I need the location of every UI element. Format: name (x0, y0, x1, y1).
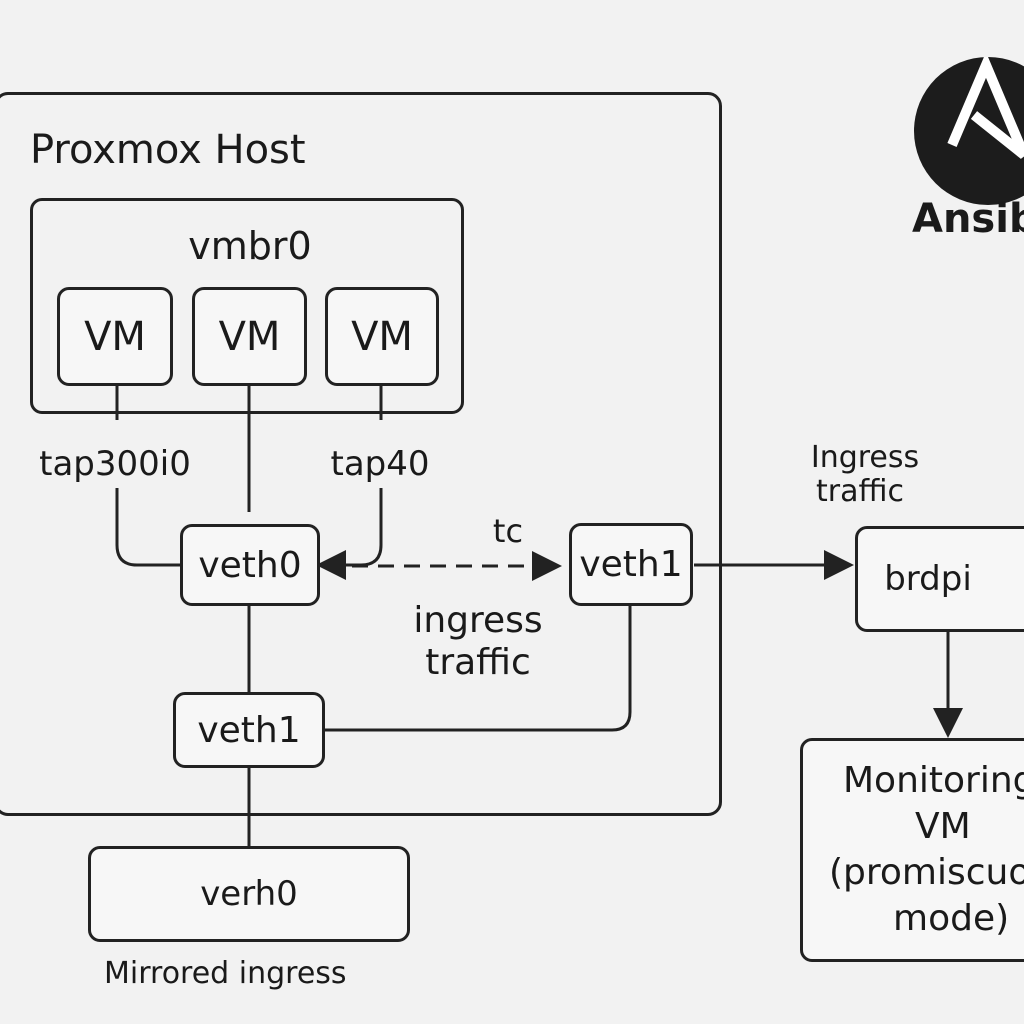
monitoring-vm-line2: VM (915, 806, 971, 847)
tap-left-label: tap300i0 (39, 444, 191, 484)
vm-box-2[interactable]: VM (192, 287, 307, 386)
interface-label: veth0 (198, 544, 302, 586)
vm-label: VM (351, 313, 413, 360)
tc-label: tc (492, 512, 524, 550)
monitoring-vm-line4: mode) (893, 898, 1010, 939)
interface-label: veth1 (579, 544, 683, 585)
host-title: Proxmox Host (30, 127, 306, 173)
wire-veth1-loop (325, 606, 632, 732)
ansible-logo-text: Ansible (912, 196, 1024, 242)
monitoring-vm-line3: (promiscuous (829, 852, 1024, 893)
interface-label: veth1 (197, 709, 301, 751)
interface-label: verh0 (200, 874, 298, 914)
vm-box-3[interactable]: VM (325, 287, 439, 386)
verh0-interface[interactable]: verh0 (88, 846, 410, 942)
tc-arrowhead-left (326, 556, 346, 576)
tap-right-label: tap40 (330, 444, 430, 484)
monitoring-vm-line1: Monitoring (843, 760, 1024, 801)
ingress-traffic-right-line1: Ingress (810, 440, 920, 475)
wire-tap300i0 (115, 386, 182, 567)
veth1-interface-lower[interactable]: veth1 (173, 692, 325, 768)
brdpi-bridge[interactable]: brdpi (855, 526, 1024, 632)
ingress-traffic-mid-line1: ingress (413, 600, 543, 641)
proxmox-host-frame (0, 92, 722, 816)
veth1-interface-right[interactable]: veth1 (569, 523, 693, 606)
ingress-traffic-mid-line2: traffic (425, 642, 531, 683)
vmbr0-bridge-frame (30, 198, 464, 414)
ansible-logo-icon (914, 52, 1024, 205)
vm-label: VM (84, 313, 146, 360)
ingress-traffic-right-line2: traffic (816, 474, 904, 509)
interface-label: brdpi (884, 559, 972, 599)
mirrored-ingress-label: Mirrored ingress (104, 956, 347, 991)
bridge-name: vmbr0 (188, 224, 312, 268)
vm-label: VM (218, 313, 281, 360)
monitoring-vm-box[interactable]: Monitoring VM (promiscuous mode) (800, 738, 1024, 962)
veth0-interface[interactable]: veth0 (180, 524, 320, 606)
vm-box-1[interactable]: VM (57, 287, 173, 386)
ansible-a-glyph (947, 52, 1024, 159)
